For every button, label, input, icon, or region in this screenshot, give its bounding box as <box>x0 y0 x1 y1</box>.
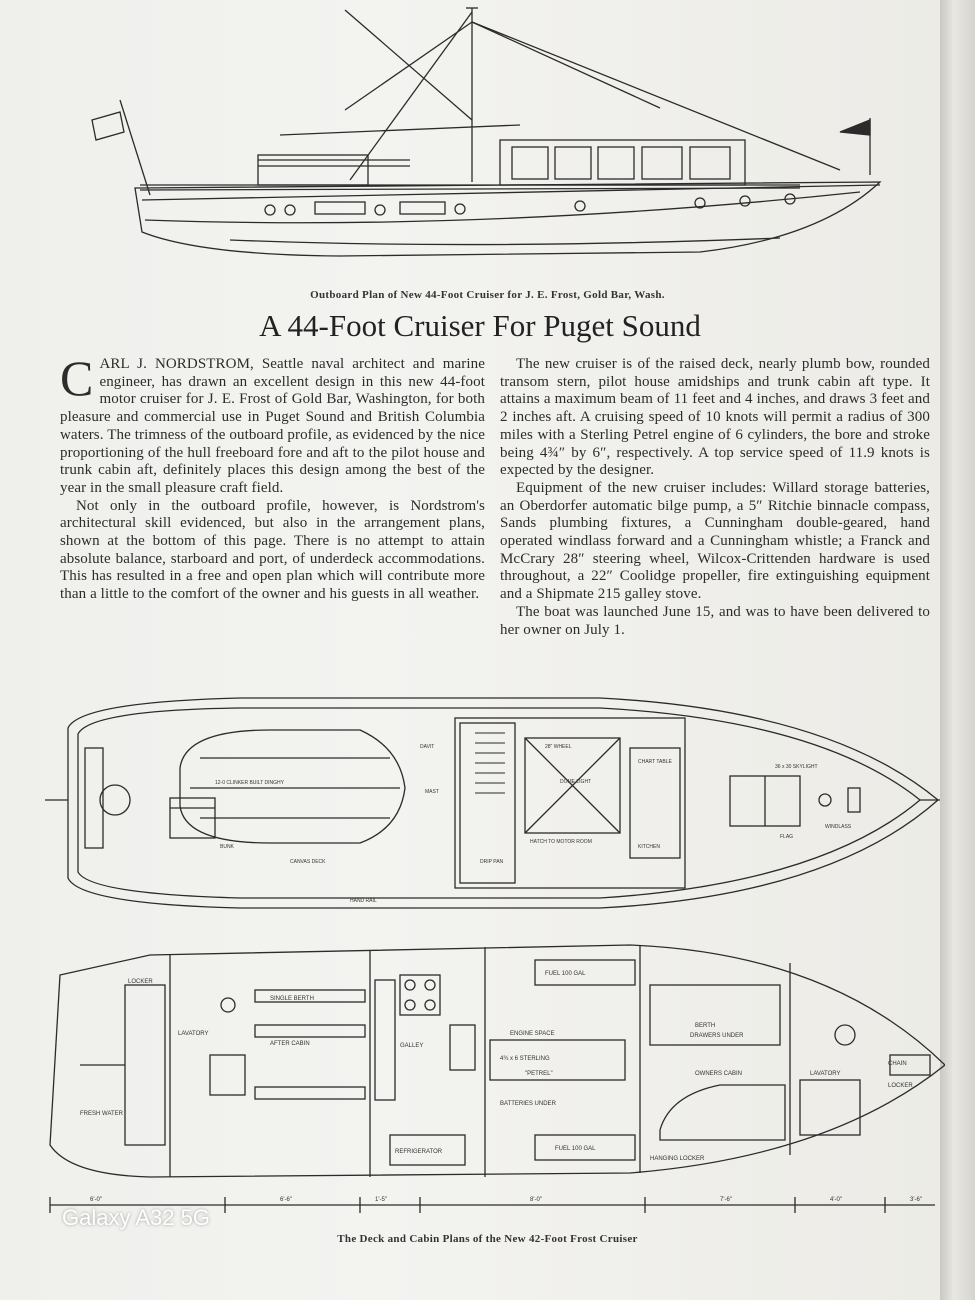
plans-caption: The Deck and Cabin Plans of the New 42-F… <box>337 1233 638 1245</box>
dim-2: 6'-6" <box>280 1197 292 1203</box>
paragraph-3: The new cruiser is of the raised deck, n… <box>500 356 930 479</box>
profile-caption: Outboard Plan of New 44-Foot Cruiser for… <box>310 289 665 301</box>
cabin-label-engine: 4¾ x 6 STERLING <box>500 1056 550 1062</box>
dim-1: 6'-0" <box>90 1197 102 1203</box>
dim-7: 3'-6" <box>910 1197 922 1203</box>
cabin-label-hanging-locker: HANGING LOCKER <box>650 1156 705 1162</box>
deck-label-hatch: HATCH TO MOTOR ROOM <box>530 839 592 845</box>
cabin-label-lavatory: LAVATORY <box>178 1031 208 1037</box>
paragraph-5: The boat was launched June 15, and was t… <box>500 603 930 638</box>
cabin-label-owners-cabin: OWNERS CABIN <box>695 1071 742 1077</box>
page-edge <box>940 0 975 1300</box>
cabin-plan-drawing: LOCKER LAVATORY SINGLE BERTH AFTER CABIN… <box>49 944 945 1213</box>
deck-plan-drawing: 12-0 CLINKER BUILT DINGHY MAST CANVAS DE… <box>45 697 940 909</box>
cabin-label-fuel-1: FUEL 100 GAL <box>545 971 586 977</box>
cabin-label-batteries: BATTERIES UNDER <box>500 1101 557 1107</box>
cabin-label-single-berth: SINGLE BERTH <box>270 996 314 1002</box>
deck-label-canvas: CANVAS DECK <box>290 859 326 865</box>
cabin-label-petrel: "PETREL" <box>525 1071 553 1077</box>
deck-label-kitchen: KITCHEN <box>638 844 660 850</box>
deck-label-chart: CHART TABLE <box>638 759 672 765</box>
dim-3: 1'-5" <box>375 1197 387 1203</box>
paragraph-4: Equipment of the new cruiser includes: W… <box>500 479 930 603</box>
cabin-label-galley: GALLEY <box>400 1043 423 1049</box>
article-column-right: The new cruiser is of the raised deck, n… <box>500 356 930 639</box>
deck-label-flag: FLAG <box>780 834 793 840</box>
cabin-label-after-cabin: AFTER CABIN <box>270 1041 310 1047</box>
deck-label-windlass: WINDLASS <box>825 824 852 830</box>
cabin-label-water: FRESH WATER <box>80 1111 124 1117</box>
deck-label-dinghy: 12-0 CLINKER BUILT DINGHY <box>215 780 285 786</box>
cabin-label-engine-space: ENGINE SPACE <box>510 1031 555 1037</box>
cabin-label-chain-locker: LOCKER <box>888 1083 913 1089</box>
cabin-label-chain: CHAIN <box>888 1061 907 1067</box>
cabin-label-lavatory-2: LAVATORY <box>810 1071 840 1077</box>
deck-label-hand-rail: HAND RAIL <box>350 898 377 904</box>
deck-label-mast: MAST <box>425 789 439 795</box>
drop-cap: C <box>60 350 94 406</box>
camera-watermark: Galaxy A32 5G <box>62 1205 210 1230</box>
cabin-label-locker: LOCKER <box>128 979 153 985</box>
deck-label-drip: DRIP PAN <box>480 859 504 865</box>
deck-label-dome: DOME LIGHT <box>560 779 591 785</box>
dim-5: 7'-6" <box>720 1197 732 1203</box>
cabin-label-berth: BERTH <box>695 1023 715 1029</box>
dim-4: 8'-0" <box>530 1197 542 1203</box>
lead-paragraph: ARL J. NORDSTROM, Seattle naval architec… <box>60 356 485 496</box>
cabin-label-fuel-2: FUEL 100 GAL <box>555 1146 596 1152</box>
dim-6: 4'-0" <box>830 1197 842 1203</box>
paragraph-2: Not only in the outboard profile, howeve… <box>60 497 485 603</box>
deck-label-bunk: BUNK <box>220 844 235 850</box>
cabin-label-drawers: DRAWERS UNDER <box>690 1033 744 1039</box>
deck-label-wheel: 28" WHEEL <box>545 744 572 750</box>
outboard-profile-drawing <box>91 7 882 257</box>
deck-label-davit: DAVIT <box>420 744 434 750</box>
cabin-label-refrigerator: REFRIGERATOR <box>395 1149 443 1155</box>
deck-label-skylight: 36 x 30 SKYLIGHT <box>775 764 818 770</box>
article-title: A 44-Foot Cruiser For Puget Sound <box>259 308 701 343</box>
